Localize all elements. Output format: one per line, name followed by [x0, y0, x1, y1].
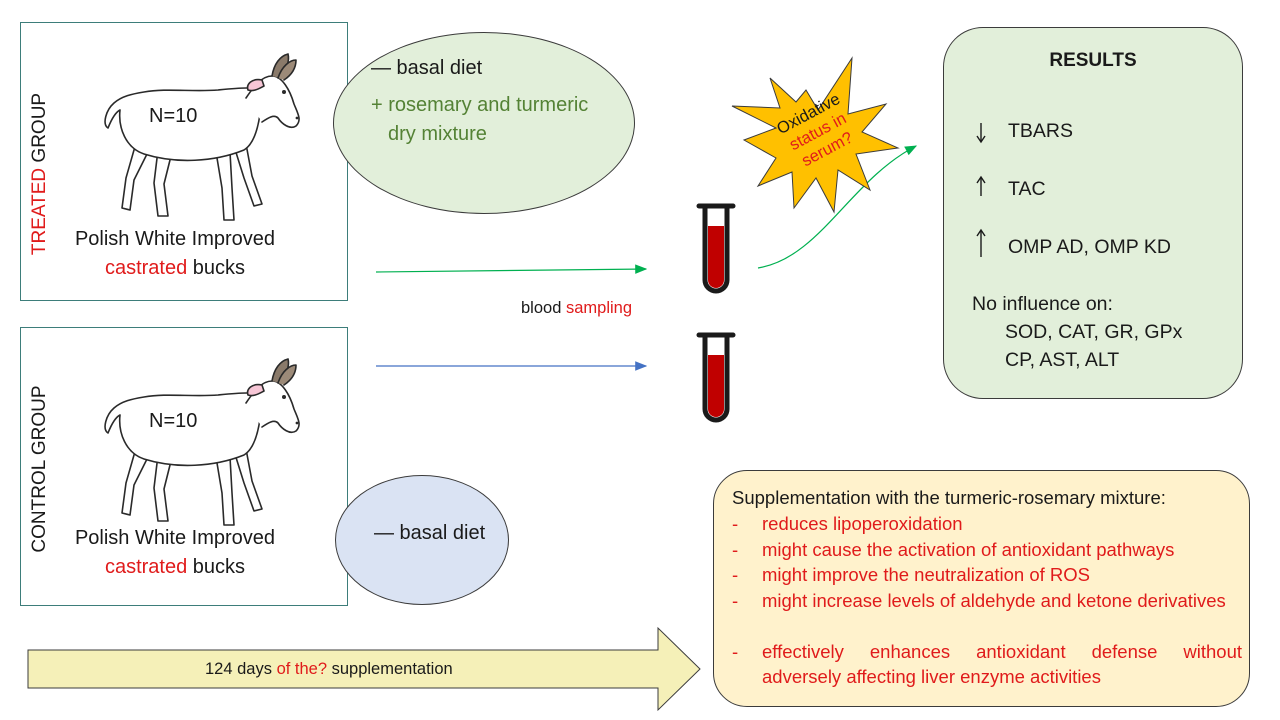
treated-basal-diet: — basal diet	[371, 57, 483, 79]
result-curved-arrow	[757, 145, 918, 269]
arrow-up-icon	[976, 175, 986, 196]
treated-diet-ellipse	[333, 32, 635, 214]
control-group-box: CONTROL GROUP N=10 Polish White Improved…	[20, 327, 348, 606]
blood-tube-icon	[696, 203, 736, 294]
treated-supplement-line2: dry mixture	[388, 123, 487, 145]
treated-group-box: TREATED GROUP N=10 Polish White Improved…	[20, 22, 348, 301]
results-panel: RESULTS TBARS TAC OMP AD, OMP KD No infl…	[943, 27, 1243, 399]
goat-illustration	[104, 358, 300, 526]
control-n-count: N=10	[149, 410, 198, 432]
result-tac: TAC	[1008, 178, 1046, 200]
conclusion-title: Supplementation with the turmeric-rosema…	[732, 487, 1166, 508]
blood-tube-icon	[696, 332, 736, 423]
no-influence-heading: No influence on:	[972, 293, 1113, 315]
no-influence-line2: CP, AST, ALT	[1005, 349, 1120, 371]
timeline-label: 124 days of the? supplementation	[205, 660, 453, 678]
explosion-star-icon	[731, 56, 900, 214]
result-tbars: TBARS	[1008, 120, 1074, 142]
arrow-up-icon	[976, 228, 986, 257]
results-title: RESULTS	[1049, 50, 1137, 71]
control-breed-label: Polish White Improved castrated bucks	[74, 527, 276, 578]
no-influence-line1: SOD, CAT, GR, GPx	[1005, 321, 1183, 343]
treated-flow-arrow	[375, 264, 648, 274]
treated-breed-label: Polish White Improved castrated bucks	[74, 228, 276, 279]
blood-sampling-label: blood sampling	[521, 299, 633, 317]
result-omp: OMP AD, OMP KD	[1008, 236, 1171, 258]
timeline-arrow	[27, 626, 701, 712]
control-basal-diet: — basal diet	[374, 522, 486, 544]
arrow-down-icon	[976, 123, 986, 144]
goat-illustration	[104, 53, 300, 221]
treated-n-count: N=10	[149, 105, 198, 127]
conclusion-panel: Supplementation with the turmeric-rosema…	[713, 470, 1250, 707]
control-diet-ellipse	[335, 475, 509, 605]
treated-supplement-line1: + rosemary and turmeric	[371, 94, 589, 116]
